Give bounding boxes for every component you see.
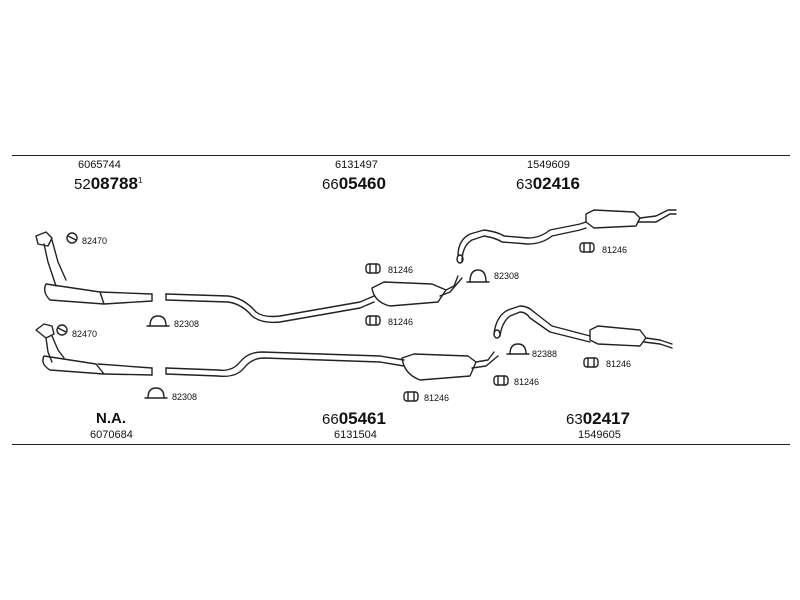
top-left-code-main: 08788 <box>90 174 138 193</box>
clamp-82388-label: 82388 <box>532 349 558 359</box>
top-left-code-prefix: 52 <box>74 176 91 193</box>
bottom-middle-code-prefix: 66 <box>322 411 339 428</box>
bottom-left-ref-number: 6070684 <box>90 429 133 441</box>
top-middle-code-main: 05460 <box>338 174 386 193</box>
top-right-code-prefix: 63 <box>516 176 533 193</box>
hanger-81246-e-icon <box>403 391 419 402</box>
top-left-code-note: 1 <box>137 176 143 185</box>
bottom-left-part-code: N.A. <box>96 410 126 427</box>
hanger-81246-f-icon <box>583 357 599 368</box>
clamp-82470-label-top: 82470 <box>82 236 108 246</box>
clamp-82308-label-b: 82308 <box>172 392 198 402</box>
top-left-ref-number: 6065744 <box>78 159 121 171</box>
hanger-81246-a-icon <box>365 263 381 274</box>
top-divider-line <box>12 155 790 156</box>
hanger-81246-b-icon <box>365 315 381 326</box>
bottom-middle-ref-number: 6131504 <box>334 429 377 441</box>
clamp-82470-top-icon <box>66 232 78 244</box>
clamp-82470-bottom-icon <box>56 324 68 336</box>
u-clamp-82388-icon <box>506 343 530 355</box>
top-front-pipe-section <box>35 231 153 305</box>
hanger-81246-c-icon <box>579 242 595 253</box>
bottom-right-part-code: 6302417 <box>566 410 630 427</box>
bottom-middle-part-code: 6605461 <box>322 410 386 427</box>
top-right-code-main: 02416 <box>532 174 580 193</box>
clamp-82470-label-bottom: 82470 <box>72 329 98 339</box>
top-middle-pipe-section <box>165 275 463 324</box>
top-right-ref-number: 1549609 <box>527 159 570 171</box>
bottom-middle-pipe-section <box>165 351 499 381</box>
top-middle-ref-number: 6131497 <box>335 159 378 171</box>
hanger-81246-label-e: 81246 <box>424 393 450 403</box>
u-clamp-82308-a-icon <box>146 315 170 327</box>
clamp-82308-label-c: 82308 <box>494 271 520 281</box>
bottom-rear-pipe-section <box>493 305 673 349</box>
top-middle-code-prefix: 66 <box>322 176 339 193</box>
top-middle-part-code: 6605460 <box>322 175 386 192</box>
bottom-divider-line <box>12 444 790 445</box>
clamp-82308-label-a: 82308 <box>174 319 200 329</box>
hanger-81246-label-b: 81246 <box>388 317 414 327</box>
bottom-middle-code-main: 05461 <box>338 409 386 428</box>
top-right-part-code: 6302416 <box>516 175 580 192</box>
hanger-81246-d-icon <box>493 375 509 386</box>
hanger-81246-label-f: 81246 <box>606 359 632 369</box>
bottom-right-code-prefix: 63 <box>566 411 583 428</box>
bottom-right-code-main: 02417 <box>582 409 630 428</box>
u-clamp-82308-c-icon <box>466 269 490 283</box>
bottom-front-pipe-section <box>35 323 153 376</box>
hanger-81246-label-d: 81246 <box>514 377 540 387</box>
top-left-part-code: 52087881 <box>74 175 142 192</box>
bottom-right-ref-number: 1549605 <box>578 429 621 441</box>
u-clamp-82308-b-icon <box>144 387 168 399</box>
hanger-81246-label-c: 81246 <box>602 245 628 255</box>
top-rear-pipe-section <box>456 209 677 264</box>
hanger-81246-label-a: 81246 <box>388 265 414 275</box>
